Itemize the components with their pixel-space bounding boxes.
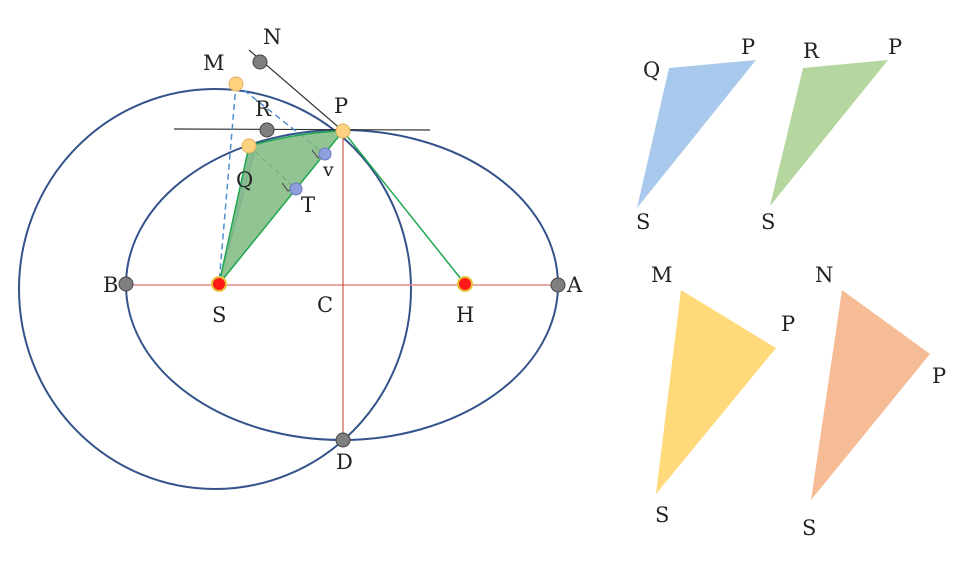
point-n (252, 54, 268, 70)
tangent-line (173, 128, 431, 131)
main-figure: N M R P Q v T B S C H A D (18, 25, 583, 490)
triangle-rps: R P S (761, 35, 902, 234)
label-h: H (456, 303, 474, 327)
triangle-mps-label-m: M (651, 263, 673, 287)
triangle-rps-label-r: R (803, 39, 820, 63)
triangle-nps-label-n: N (815, 263, 833, 287)
triangle-mps-label-p: P (781, 312, 795, 336)
triangle-nps: N P S (802, 263, 946, 540)
triangle-rps-shape (770, 60, 888, 206)
triangle-mps-label-s: S (655, 503, 669, 527)
triangle-rps-label-s: S (761, 210, 775, 234)
dashed-ms (218, 83, 237, 285)
triangles-panel: Q P S R P S M P S N P S (636, 35, 946, 540)
triangle-qps: Q P S (636, 35, 756, 234)
point-q (241, 138, 257, 154)
label-c: C (317, 293, 333, 317)
label-d: D (336, 450, 353, 474)
triangle-qps-label-s: S (636, 210, 650, 234)
label-t: T (301, 193, 315, 217)
label-n: N (263, 25, 281, 49)
point-s (211, 276, 227, 292)
label-b: B (103, 273, 118, 297)
triangle-mps-shape (656, 290, 776, 494)
point-a (550, 277, 566, 293)
label-m: M (203, 51, 225, 75)
triangle-nps-label-s: S (802, 516, 816, 540)
triangle-qps-shape (637, 60, 756, 208)
triangle-nps-label-p: P (932, 364, 946, 388)
label-r: R (255, 97, 272, 121)
label-q: Q (236, 168, 253, 192)
point-p (335, 123, 351, 139)
line-ph (342, 130, 466, 285)
large-circle (18, 88, 412, 490)
label-v: v (322, 159, 334, 181)
point-d (335, 432, 351, 448)
triangle-nps-shape (811, 290, 930, 500)
point-t (289, 182, 303, 196)
point-r (259, 122, 275, 138)
label-p: P (334, 94, 348, 118)
point-h (457, 276, 473, 292)
point-b (118, 276, 134, 292)
point-m (228, 76, 244, 92)
triangle-rps-label-p: P (888, 35, 902, 59)
label-a: A (566, 273, 583, 297)
point-v (318, 147, 332, 161)
triangle-mps: M P S (651, 263, 795, 527)
label-s: S (212, 303, 226, 327)
triangle-qps-label-p: P (741, 35, 755, 59)
triangle-qps-label-q: Q (643, 58, 660, 82)
